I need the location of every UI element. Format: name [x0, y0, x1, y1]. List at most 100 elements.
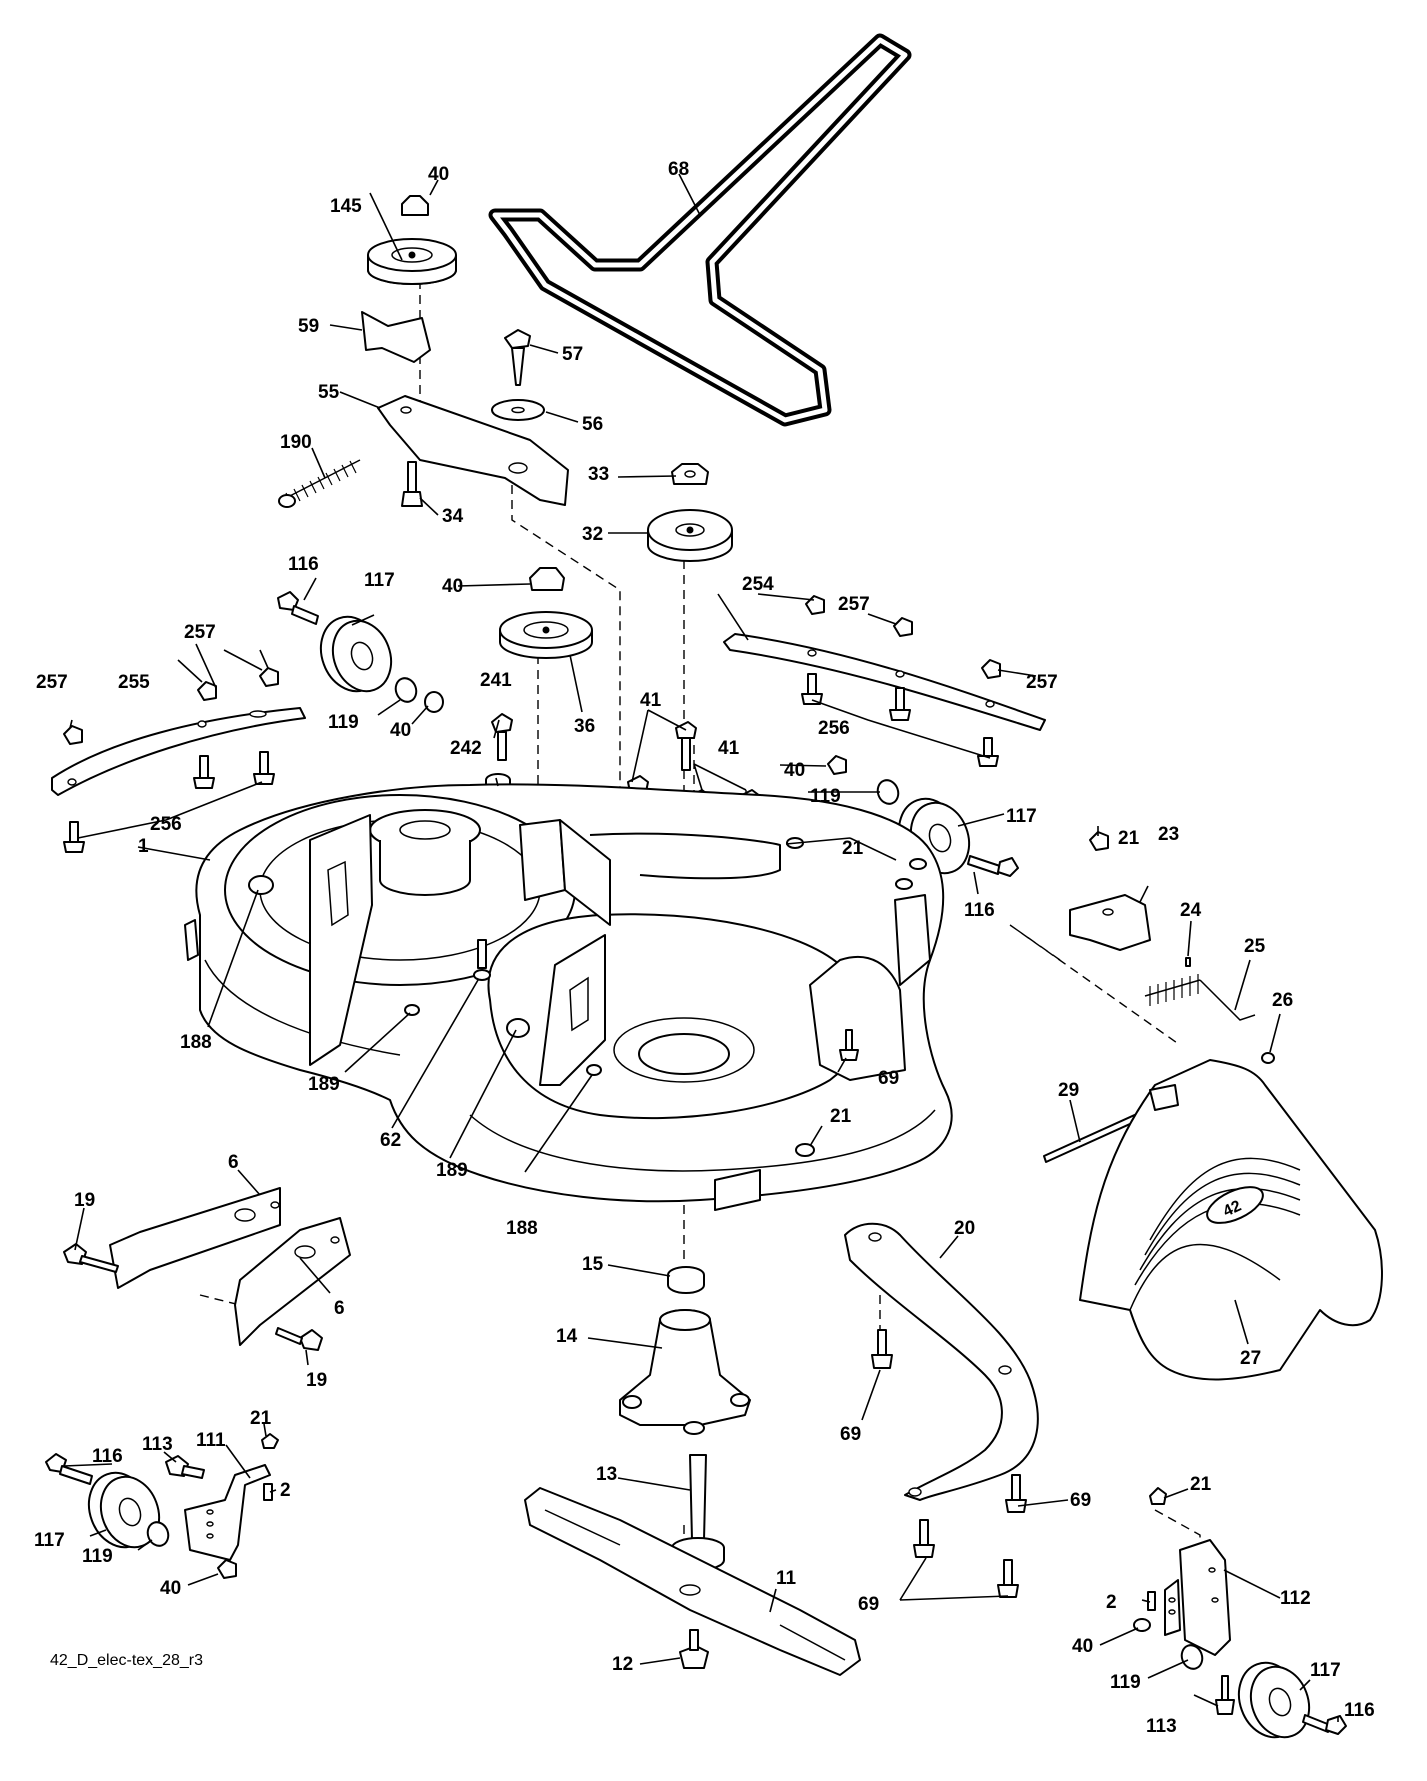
callout-254: 254 — [742, 574, 774, 595]
callout-256: 256 — [150, 814, 182, 835]
callout-29: 29 — [1058, 1080, 1079, 1101]
callout-26: 26 — [1272, 990, 1293, 1011]
callout-13: 13 — [596, 1464, 617, 1485]
leader-lines — [63, 173, 1339, 1722]
callout-34: 34 — [442, 506, 464, 527]
discharge-chute-27: 42 — [1079, 1059, 1383, 1381]
callout-41: 41 — [718, 738, 740, 759]
bolts-256-left — [63, 751, 275, 853]
callout-119: 119 — [328, 712, 359, 733]
callout-116: 116 — [92, 1446, 123, 1467]
wheel-assembly-bottom-right — [1133, 1487, 1347, 1739]
callout-19: 19 — [74, 1190, 95, 1211]
callout-117: 117 — [1006, 806, 1037, 827]
callout-119: 119 — [810, 786, 841, 807]
callout-111: 111 — [196, 1430, 226, 1451]
callout-117: 117 — [364, 570, 395, 591]
callout-27: 27 — [1240, 1348, 1261, 1369]
bolt-12 — [679, 1629, 709, 1669]
callout-24: 24 — [1180, 900, 1202, 921]
callout-40: 40 — [442, 576, 463, 597]
callout-188: 188 — [180, 1032, 212, 1053]
callout-6: 6 — [334, 1298, 345, 1319]
callout-15: 15 — [582, 1254, 604, 1275]
brackets-6 — [109, 1187, 351, 1346]
callout-40: 40 — [1072, 1636, 1093, 1657]
callout-257: 257 — [184, 622, 216, 643]
callout-242: 242 — [450, 738, 482, 759]
callout-68: 68 — [668, 159, 689, 180]
callout-113: 113 — [142, 1434, 173, 1455]
callout-189: 189 — [308, 1074, 340, 1095]
clip-26 — [1261, 1052, 1275, 1064]
callout-21: 21 — [842, 838, 864, 859]
callout-40: 40 — [784, 760, 805, 781]
wheel-assembly-top-left — [277, 591, 444, 713]
callout-117: 117 — [1310, 1660, 1341, 1681]
bolts-256-right — [801, 673, 999, 767]
callout-112: 112 — [1280, 1588, 1311, 1609]
callout-116: 116 — [964, 900, 995, 921]
callout-25: 25 — [1244, 936, 1266, 957]
callout-56: 56 — [582, 414, 603, 435]
nuts-257-right — [805, 595, 1001, 679]
callout-59: 59 — [298, 316, 319, 337]
callout-257: 257 — [838, 594, 870, 615]
callout-21: 21 — [250, 1408, 272, 1429]
callout-116: 116 — [288, 554, 319, 575]
callout-23: 23 — [1158, 824, 1179, 845]
callout-188: 188 — [506, 1218, 538, 1239]
callout-117: 117 — [34, 1530, 65, 1551]
idler-arm-55 — [377, 395, 569, 506]
callout-57: 57 — [562, 344, 583, 365]
callout-19: 19 — [306, 1370, 327, 1391]
callout-20: 20 — [954, 1218, 975, 1239]
spring-190 — [278, 459, 361, 508]
callout-labels: 40 145 68 59 57 55 56 190 33 34 32 116 1… — [34, 159, 1375, 1737]
callout-40: 40 — [428, 164, 449, 185]
bolts-69-baffle — [871, 1329, 1027, 1598]
wheel-assembly-bottom-left — [45, 1433, 279, 1579]
pulley-32 — [647, 509, 733, 562]
callout-116: 116 — [1344, 1700, 1375, 1721]
baffle-254 — [723, 633, 1046, 731]
screw-57 — [504, 329, 531, 386]
callout-21: 21 — [1118, 828, 1140, 849]
callout-69: 69 — [840, 1424, 861, 1445]
callout-69: 69 — [878, 1068, 899, 1089]
callout-69: 69 — [1070, 1490, 1091, 1511]
callout-257: 257 — [36, 672, 68, 693]
nuts-257-left — [63, 667, 279, 745]
nut-40-idler — [529, 567, 565, 591]
callout-32: 32 — [582, 524, 603, 545]
drive-belt-68 — [488, 33, 912, 427]
pin-24 — [1185, 957, 1191, 967]
callout-113: 113 — [1146, 1716, 1177, 1737]
callout-145: 145 — [330, 196, 362, 217]
blade-11 — [524, 1487, 861, 1676]
baffle-20 — [844, 1222, 1039, 1501]
callout-189: 189 — [436, 1160, 468, 1181]
callout-257: 257 — [1026, 672, 1058, 693]
bolt-34 — [401, 461, 423, 507]
drawing-code: 42_D_elec-tex_28_r3 — [50, 1652, 203, 1669]
callout-6: 6 — [228, 1152, 239, 1173]
nut-21-chute — [1089, 831, 1109, 851]
nut-33 — [671, 463, 709, 485]
callout-36: 36 — [574, 716, 595, 737]
callout-33: 33 — [588, 464, 609, 485]
callout-21: 21 — [830, 1106, 852, 1127]
chute-emblem-text: 42 — [1221, 1197, 1244, 1220]
callout-256: 256 — [818, 718, 850, 739]
spacer-56 — [491, 399, 545, 421]
callout-62: 62 — [380, 1130, 401, 1151]
callout-55: 55 — [318, 382, 340, 403]
callout-190: 190 — [280, 432, 312, 453]
callout-2: 2 — [280, 1480, 291, 1501]
spindle-housing-14 — [619, 1309, 751, 1435]
callout-119: 119 — [1110, 1672, 1141, 1693]
mower-deck-1 — [184, 783, 953, 1211]
callout-40: 40 — [160, 1578, 181, 1599]
callout-14: 14 — [556, 1326, 578, 1347]
